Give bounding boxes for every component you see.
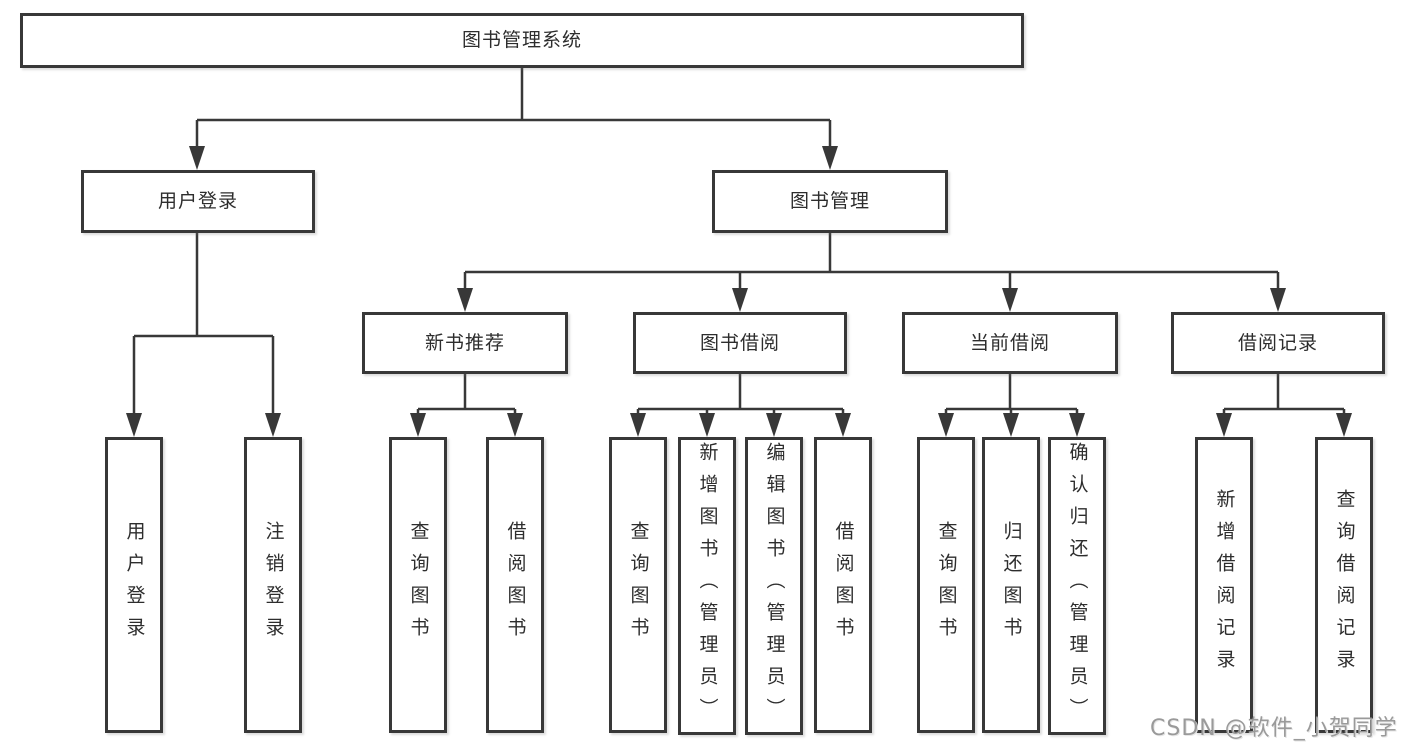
leaf-edit-book-admin: 编辑图书（管理员） xyxy=(745,437,803,735)
leaf-query-books-borrowing: 查询图书 xyxy=(609,437,667,733)
node-book-management: 图书管理 xyxy=(712,170,948,233)
leaf-query-books-current: 查询图书 xyxy=(917,437,975,733)
leaf-add-book-admin: 新增图书（管理员） xyxy=(678,437,736,735)
leaf-add-borrow-record: 新增借阅记录 xyxy=(1195,437,1253,733)
leaf-return-books: 归还图书 xyxy=(982,437,1040,733)
leaf-borrow-books-recommend: 借阅图书 xyxy=(486,437,544,733)
node-new-book-recommendation: 新书推荐 xyxy=(362,312,568,374)
leaf-confirm-return-admin: 确认归还（管理员） xyxy=(1048,437,1106,735)
node-user-login: 用户登录 xyxy=(81,170,315,233)
node-current-borrowing: 当前借阅 xyxy=(902,312,1118,374)
leaf-user-login: 用户登录 xyxy=(105,437,163,733)
leaf-borrow-books-borrowing: 借阅图书 xyxy=(814,437,872,733)
leaf-query-books-recommend: 查询图书 xyxy=(389,437,447,733)
watermark: CSDN @软件_小贺同学 xyxy=(1150,716,1398,741)
leaf-query-borrow-record: 查询借阅记录 xyxy=(1315,437,1373,733)
node-library-management-system: 图书管理系统 xyxy=(20,13,1024,68)
node-borrowing-records: 借阅记录 xyxy=(1171,312,1385,374)
node-book-borrowing: 图书借阅 xyxy=(633,312,847,374)
leaf-logout: 注销登录 xyxy=(244,437,302,733)
